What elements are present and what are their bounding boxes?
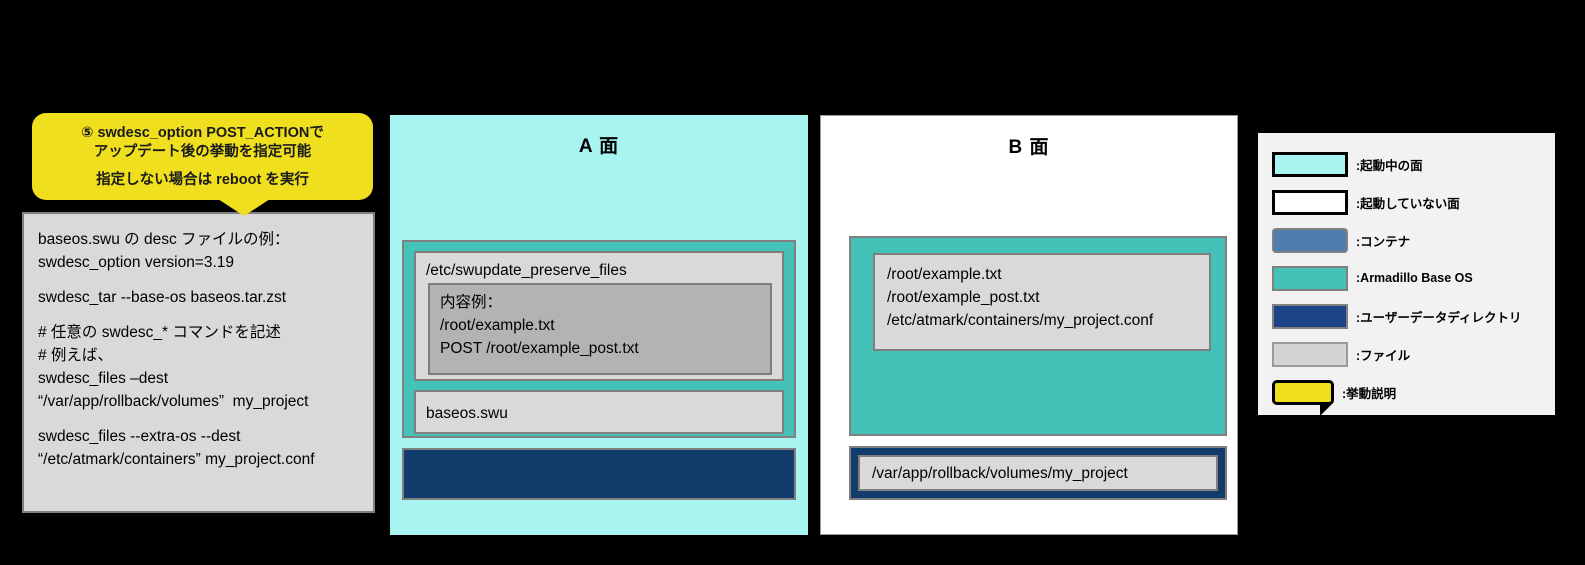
face-b-userdata-path: /var/app/rollback/volumes/my_project bbox=[872, 464, 1128, 482]
legend-item-active-face: :起動中の面 bbox=[1272, 145, 1555, 183]
behavior-callout: ⑤ swdesc_option POST_ACTIONで アップデート後の挙動を… bbox=[32, 113, 373, 200]
preserve-content-line-1: POST /root/example_post.txt bbox=[440, 340, 639, 357]
face-b-panel: B 面 /root/example.txt /root/example_post… bbox=[820, 115, 1238, 535]
code-line-7: swdesc_files –dest bbox=[38, 370, 169, 387]
preserve-content-line-0: /root/example.txt bbox=[440, 317, 555, 334]
callout-tail bbox=[218, 199, 270, 216]
face-b-file-line-2: /etc/atmark/containers/my_project.conf bbox=[887, 312, 1154, 329]
legend-swatch-callout bbox=[1272, 379, 1334, 416]
face-b-file-line-0: /root/example.txt bbox=[887, 266, 1002, 283]
code-line-3: swdesc_tar --base-os baseos.tar.zst bbox=[38, 289, 287, 306]
code-blank-3 bbox=[38, 413, 361, 425]
callout-line-3: 指定しない場合は reboot を実行 bbox=[96, 171, 309, 188]
baseos-swu-label: baseos.swu bbox=[426, 405, 508, 422]
preserve-content-title: 内容例： bbox=[440, 294, 503, 311]
code-line-8: “/var/app/rollback/volumes” my_project bbox=[38, 393, 309, 410]
face-b-userdata-box: /var/app/rollback/volumes/my_project bbox=[849, 446, 1227, 500]
face-b-files-box: /root/example.txt /root/example_post.txt… bbox=[873, 253, 1211, 351]
face-b-title: B 面 bbox=[1008, 137, 1050, 158]
legend-swatch-container bbox=[1272, 227, 1348, 253]
legend-label-userdata: :ユーザーデータディレクトリ bbox=[1356, 310, 1522, 325]
legend-swatch-file bbox=[1272, 341, 1348, 367]
legend-swatch-active-face bbox=[1272, 151, 1348, 177]
preserve-files-box: /etc/swupdate_preserve_files 内容例： /root/… bbox=[414, 251, 784, 381]
face-a-title: A 面 bbox=[578, 136, 620, 157]
legend-item-baseos: :Armadillo Base OS bbox=[1272, 259, 1555, 297]
legend-swatch-userdata bbox=[1272, 303, 1348, 329]
legend-label-baseos: :Armadillo Base OS bbox=[1356, 271, 1473, 285]
code-line-1: swdesc_option version=3.19 bbox=[38, 254, 235, 271]
legend-label-callout: :挙動説明 bbox=[1342, 386, 1397, 401]
legend-label-file: :ファイル bbox=[1356, 348, 1411, 363]
code-line-6: # 例えば、 bbox=[38, 347, 113, 364]
legend-swatch-baseos bbox=[1272, 265, 1348, 291]
face-b-baseos-box: /root/example.txt /root/example_post.txt… bbox=[849, 236, 1227, 436]
baseos-swu-file-box: baseos.swu bbox=[414, 390, 784, 434]
preserve-files-path: /etc/swupdate_preserve_files bbox=[426, 262, 627, 279]
legend-item-file: :ファイル bbox=[1272, 335, 1555, 373]
legend-swatch-inactive-face bbox=[1272, 189, 1348, 215]
legend-label-active-face: :起動中の面 bbox=[1356, 158, 1423, 173]
face-a-panel: A 面 /etc/swupdate_preserve_files 内容例： /r… bbox=[390, 115, 808, 535]
legend-item-userdata: :ユーザーデータディレクトリ bbox=[1272, 297, 1555, 335]
code-line-5: # 任意の swdesc_* コマンドを記述 bbox=[38, 324, 281, 341]
code-line-10: swdesc_files --extra-os --dest bbox=[38, 428, 241, 445]
callout-line-1: ⑤ swdesc_option POST_ACTIONで bbox=[81, 124, 324, 141]
legend-label-inactive-face: :起動していない面 bbox=[1356, 196, 1460, 211]
legend-item-inactive-face: :起動していない面 bbox=[1272, 183, 1555, 221]
code-blank-2 bbox=[38, 309, 361, 321]
legend-label-container: :コンテナ bbox=[1356, 234, 1411, 249]
callout-line-2: アップデート後の挙動を指定可能 bbox=[93, 143, 312, 160]
face-a-userdata-box bbox=[402, 448, 796, 500]
legend-panel: :起動中の面 :起動していない面 :コンテナ :Armadillo Base O… bbox=[1258, 133, 1555, 416]
legend-item-container: :コンテナ bbox=[1272, 221, 1555, 259]
face-a-baseos-box: /etc/swupdate_preserve_files 内容例： /root/… bbox=[402, 240, 796, 438]
code-line-11: “/etc/atmark/containers” my_project.conf bbox=[38, 451, 315, 468]
legend-item-callout: :挙動説明 bbox=[1272, 373, 1555, 416]
face-b-userdata-file-box: /var/app/rollback/volumes/my_project bbox=[858, 455, 1218, 491]
code-blank-1 bbox=[38, 274, 361, 286]
face-b-file-line-1: /root/example_post.txt bbox=[887, 289, 1040, 306]
code-line-0: baseos.swu の desc ファイルの例： bbox=[38, 231, 290, 248]
preserve-files-content-box: 内容例： /root/example.txt POST /root/exampl… bbox=[428, 283, 772, 375]
desc-file-example-panel: baseos.swu の desc ファイルの例： swdesc_option … bbox=[22, 212, 375, 513]
